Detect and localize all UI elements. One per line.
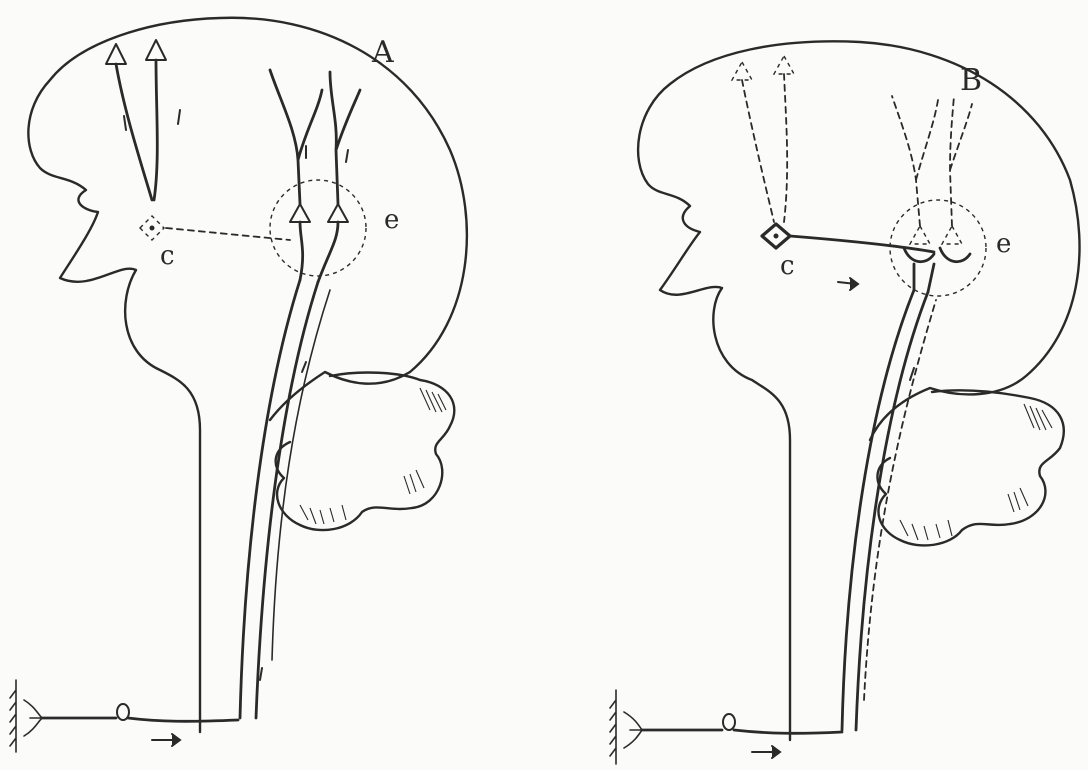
panel-a-arrow-e-up-2: [346, 150, 348, 162]
panel-a-peripheral-nerve: [10, 680, 238, 752]
panel-b-cerebellum-hatching: [900, 404, 1052, 540]
panel-a-arrow-ascending-1: [260, 668, 262, 680]
panel-a-connection-c-e: [166, 228, 290, 240]
panel-b-arrow-c-e: [838, 278, 858, 290]
panel-b-connection-c-e: [790, 236, 934, 252]
panel-b-peripheral-nerve: [610, 690, 842, 764]
panel-a-label-c: c: [160, 241, 175, 271]
panel-b-ascending-tract: [842, 290, 936, 730]
panel-a-label-e: e: [384, 205, 399, 235]
panel-b-center-c-dot: [774, 234, 779, 239]
panel-b-arrow-afferent: [752, 746, 780, 758]
panel-a-arrow-descending-2: [178, 110, 180, 124]
panel-a-arrow-ascending-2: [302, 362, 306, 372]
panel-a-arrow-afferent: [152, 734, 180, 746]
panel-b-brain-outline: [638, 41, 1079, 740]
panel-a-ascending-tract: [240, 280, 330, 718]
panel-a: A: [10, 18, 467, 752]
panel-b-cortical-cells-e: [892, 96, 972, 292]
panel-a-center-c-dot: [150, 226, 155, 231]
panel-b-arrow-ascending: [910, 368, 914, 380]
panel-b-descending-fibers: [732, 56, 794, 222]
panel-a-arrow-descending-1: [124, 116, 126, 130]
panel-a-region-e: [270, 180, 366, 276]
panel-b-label-c: c: [780, 251, 795, 281]
panel-a-cortical-cells-e: [270, 70, 360, 282]
panel-b: B e: [610, 41, 1080, 764]
panel-b-label-e: e: [996, 229, 1011, 259]
panel-a-descending-fibers: [106, 40, 166, 200]
